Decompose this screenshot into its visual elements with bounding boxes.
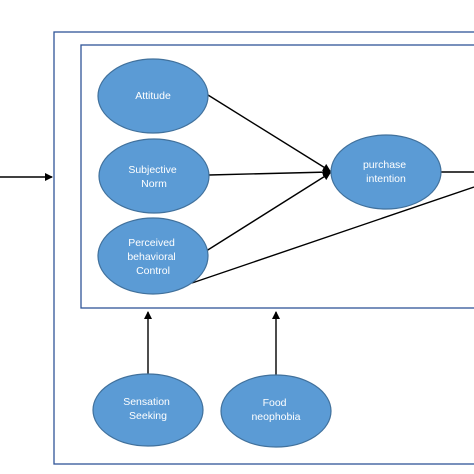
node-purchase-intention: purchase intention bbox=[330, 134, 442, 210]
node-perceived-behavioral-control: Perceived behavioral Control bbox=[97, 217, 209, 295]
node-sensation-seeking-label: Sensation Seeking bbox=[123, 396, 173, 422]
node-subjective-norm-label: Subjective Norm bbox=[128, 164, 179, 190]
edge-attitude-to-intention bbox=[207, 94, 331, 172]
edge-norm-to-intention bbox=[208, 168, 331, 177]
outer-frame bbox=[53, 31, 474, 465]
inner-frame bbox=[80, 44, 474, 309]
node-food-neophobia: Food neophobia bbox=[220, 374, 332, 448]
node-subjective-norm: Subjective Norm bbox=[98, 138, 210, 214]
node-food-neophobia-label: Food neophobia bbox=[251, 397, 300, 423]
node-attitude: Attitude bbox=[97, 58, 209, 134]
edge-control-to-intention bbox=[202, 172, 331, 254]
node-purchase-intention-label: purchase intention bbox=[363, 159, 409, 185]
node-sensation-seeking: Sensation Seeking bbox=[92, 373, 204, 447]
edge-control-to-behavior bbox=[191, 186, 474, 284]
node-attitude-label: Attitude bbox=[135, 90, 171, 102]
node-perceived-behavioral-control-label: Perceived behavioral Control bbox=[127, 237, 178, 277]
